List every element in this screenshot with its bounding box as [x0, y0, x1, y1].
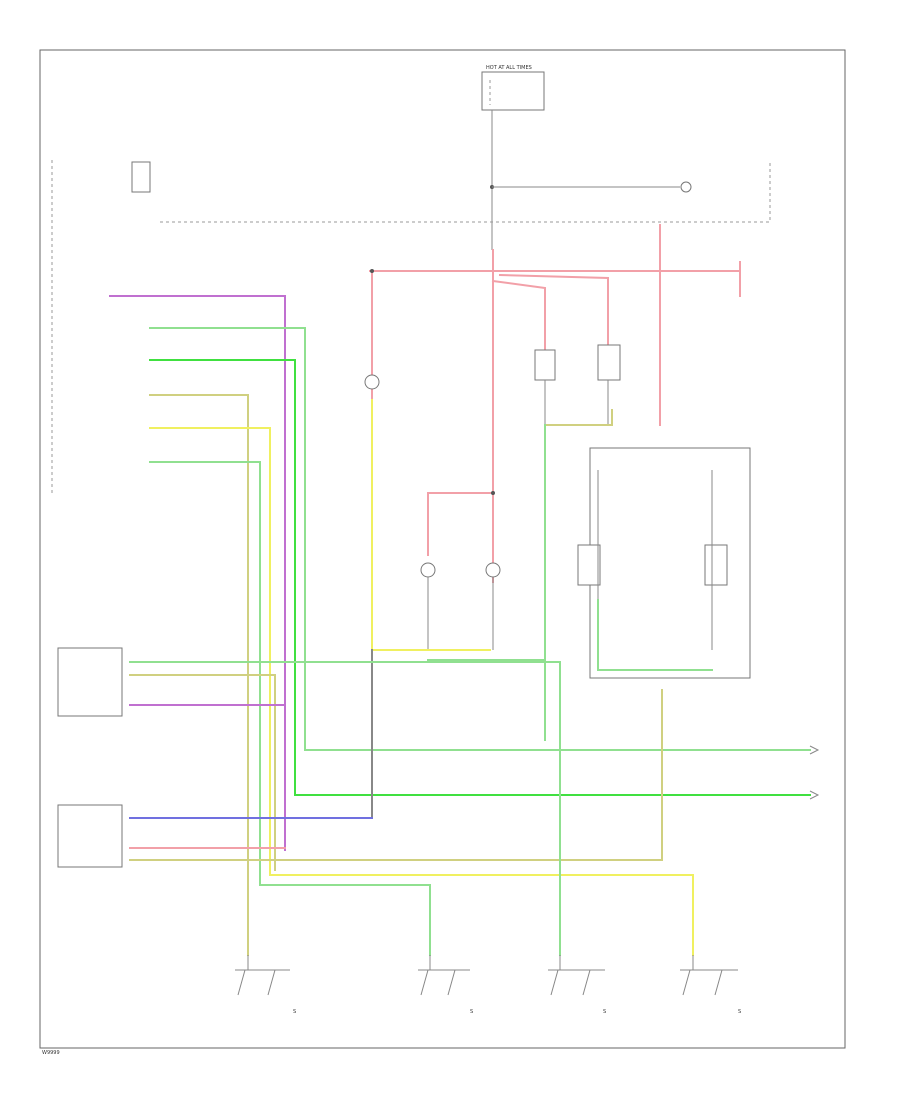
diagram-frame	[39, 49, 846, 1049]
module-wire-olive	[129, 689, 663, 861]
right-rear-door-switch: S	[680, 955, 741, 1015]
off-page-arrow-lower	[809, 790, 820, 800]
hot-at-all-times-label: HOT AT ALL TIMES	[486, 65, 532, 71]
svg-text:S: S	[293, 1009, 296, 1015]
left-front-door-switch: S	[235, 955, 296, 1015]
lamp-return-olive	[544, 409, 613, 426]
wire-green-6	[149, 461, 431, 956]
power-branch-door-lamps	[427, 492, 494, 556]
courtesy-lamp-icon	[364, 374, 380, 390]
seat-motor-right-icon	[704, 544, 728, 586]
under-dash-boundary	[160, 160, 771, 223]
bus-splice-left	[370, 269, 374, 273]
right-front-door-switch: S	[548, 955, 606, 1015]
left-lamp-icon	[534, 349, 556, 381]
diagram-footer-id: W9999	[42, 1050, 60, 1056]
right-lamp-icon	[597, 344, 621, 381]
power-door-lock-control-unit	[57, 647, 123, 717]
wire-green-2	[149, 327, 811, 751]
wire-purple-top	[109, 295, 286, 851]
module-wire-green	[129, 661, 561, 956]
door-lamp-left-icon	[420, 562, 436, 578]
power-drop-left-lamp	[491, 279, 546, 351]
wire-green-3	[149, 359, 811, 796]
svg-text:S: S	[470, 1009, 473, 1015]
ignition-switch-icon	[131, 161, 151, 193]
svg-text:S: S	[603, 1009, 606, 1015]
svg-text:S: S	[738, 1009, 741, 1015]
module-wire-olive-2	[129, 674, 276, 871]
module-output-green	[597, 599, 713, 671]
power-drop-right-lamp	[498, 273, 609, 351]
ignition-sense-connector-icon	[680, 181, 692, 193]
left-rear-door-switch: S	[418, 955, 473, 1015]
seat-motor-left-icon	[577, 544, 601, 586]
instrument-panel-unit	[57, 804, 123, 868]
fuse-box-icon	[481, 71, 545, 111]
off-page-arrow-upper	[809, 745, 820, 755]
bus-splice-door	[491, 491, 495, 495]
door-lamp-right-icon	[485, 562, 501, 578]
wire-olive-4	[149, 394, 249, 956]
door-switch-yellow	[371, 399, 491, 651]
wire-yellow-5	[149, 427, 694, 956]
